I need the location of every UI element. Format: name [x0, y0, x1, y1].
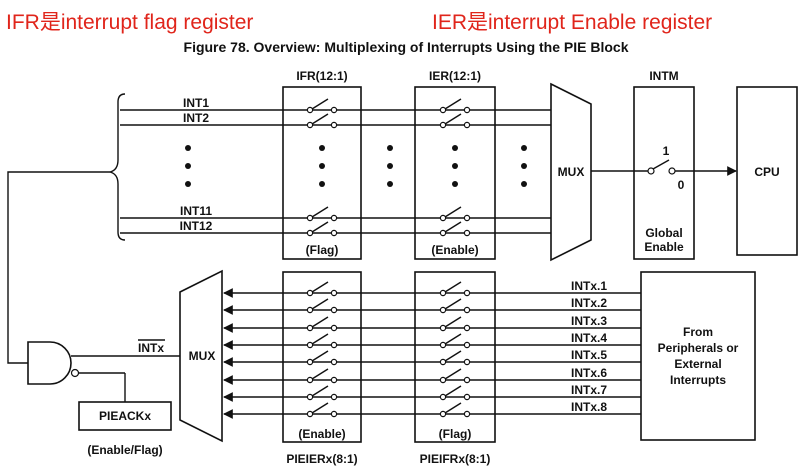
- pieifr-box: [414, 271, 496, 443]
- ier-label: IER(12:1): [429, 69, 481, 83]
- bottom-mux-label: MUX: [189, 349, 216, 363]
- ifr-switch-4: [306, 221, 338, 237]
- top-ellipsis-dots: [185, 145, 527, 187]
- intm-off-label: 0: [678, 178, 685, 192]
- global-label: Global: [645, 226, 682, 240]
- ier-annotation: IER是interrupt Enable register: [432, 11, 712, 34]
- ifr-label: IFR(12:1): [296, 69, 347, 83]
- intx-line-label: INTx.1: [571, 279, 607, 293]
- source-label-1: From: [683, 325, 713, 339]
- source-label-3: External: [674, 357, 721, 371]
- pieifr-switch-7: [439, 385, 471, 401]
- bottom-lines: INTx.1INTx.2INTx.3INTx.4INTx.5INTx.6INTx…: [223, 279, 641, 419]
- and-gate: [27, 341, 72, 385]
- cpu-label: CPU: [754, 165, 779, 179]
- pieack-box: [78, 401, 172, 431]
- int12-label: INT12: [180, 219, 213, 233]
- pieack-sub-label: (Enable/Flag): [87, 443, 162, 457]
- top-switches: [306, 98, 471, 237]
- top-mux: [550, 82, 592, 262]
- pieier-label: PIEIERx(8:1): [286, 452, 357, 466]
- pieifr-flag-label: (Flag): [439, 427, 472, 441]
- ier-box: [414, 86, 496, 260]
- pieifr-switch-2: [439, 298, 471, 314]
- pieifr-switch-4: [439, 333, 471, 349]
- ier-switch-1: [439, 98, 471, 114]
- and-gate-inverter: [70, 368, 80, 378]
- source-label-4: Interrupts: [670, 373, 726, 387]
- pieier-switch-2: [306, 298, 338, 314]
- intx-label: INTx: [138, 341, 164, 355]
- int2-label: INT2: [183, 111, 209, 125]
- intm-switch-pivot: [647, 167, 655, 175]
- ifr-annotation: IFR是interrupt flag register: [6, 11, 253, 34]
- intm-box: [633, 86, 695, 260]
- ifr-switch-3: [306, 206, 338, 222]
- bottom-switches: [306, 281, 471, 418]
- figure-title: Figure 78. Overview: Multiplexing of Int…: [184, 39, 629, 55]
- top-mux-label: MUX: [558, 165, 585, 179]
- source-label-2: Peripherals or: [658, 341, 739, 355]
- pieifr-switch-8: [439, 402, 471, 418]
- cpu-box: [736, 86, 798, 256]
- ier-switch-2: [439, 113, 471, 129]
- ier-switch-3: [439, 206, 471, 222]
- bottom-mux: [179, 269, 223, 443]
- pieier-enable-label: (Enable): [298, 427, 345, 441]
- pieifr-switch-6: [439, 368, 471, 384]
- pieier-switch-4: [306, 333, 338, 349]
- intx-line-label: INTx.3: [571, 314, 607, 328]
- intm-switch-blade: [652, 159, 670, 170]
- ifr-flag-label: (Flag): [306, 243, 339, 257]
- pieifr-label: PIEIFRx(8:1): [420, 452, 491, 466]
- intx-line-label: INTx.4: [571, 331, 607, 345]
- ifr-box: [282, 86, 362, 260]
- ifr-switch-1: [306, 98, 338, 114]
- pieack-label: PIEACKx: [99, 409, 151, 423]
- feedback-line: [7, 171, 110, 364]
- intm-on-label: 1: [663, 144, 670, 158]
- enable-label: Enable: [644, 240, 684, 254]
- pieier-switch-6: [306, 368, 338, 384]
- int1-label: INT1: [183, 96, 209, 110]
- intx-line-label: INTx.5: [571, 348, 607, 362]
- intx-line-label: INTx.2: [571, 296, 607, 310]
- ier-enable-label: (Enable): [431, 243, 478, 257]
- int11-label: INT11: [180, 204, 212, 218]
- pieifr-switch-5: [439, 350, 471, 366]
- pieier-switch-3: [306, 316, 338, 332]
- intm-switch-contact: [668, 167, 676, 175]
- pieier-switch-8: [306, 402, 338, 418]
- intm-label: INTM: [649, 69, 678, 83]
- intx-line-label: INTx.6: [571, 366, 607, 380]
- pieier-switch-5: [306, 350, 338, 366]
- ier-switch-4: [439, 221, 471, 237]
- pieifr-switch-3: [439, 316, 471, 332]
- pieier-switch-7: [306, 385, 338, 401]
- pieier-box: [282, 271, 362, 443]
- intx-line-label: INTx.7: [571, 383, 607, 397]
- source-box: [640, 271, 756, 441]
- pieier-switch-1: [306, 281, 338, 297]
- intx-line-label: INTx.8: [571, 400, 607, 414]
- pieifr-switch-1: [439, 281, 471, 297]
- ifr-switch-2: [306, 113, 338, 129]
